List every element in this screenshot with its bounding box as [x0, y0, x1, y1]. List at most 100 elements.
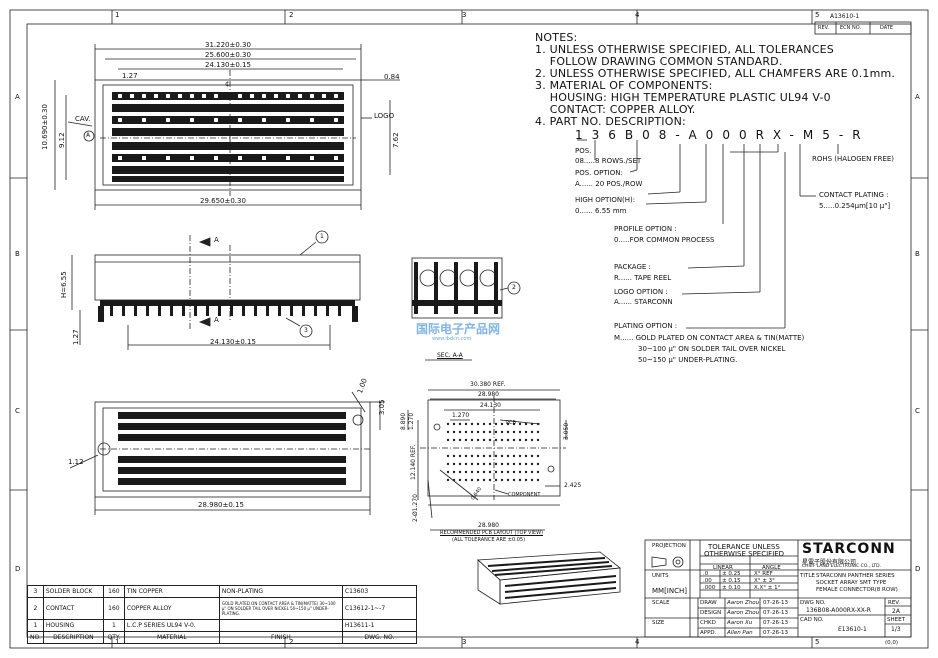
pcb-dim-28980b: 28.980	[478, 522, 499, 529]
note-line-5: HOUSING: HIGH TEMPERATURE PLASTIC UL94 V…	[535, 91, 831, 104]
tol-row-2-a: .00	[703, 578, 712, 584]
rev-label: REV.	[888, 600, 901, 606]
pcb-dim-3050: 3.050	[563, 422, 570, 440]
note-line-4: 3. MATERIAL OF COMPONENTS:	[535, 79, 713, 92]
balloon-2: 2	[512, 284, 516, 291]
doc-number-top: A13610-1	[830, 13, 860, 20]
note-line-1: 1. UNLESS OTHERWISE SPECIFIED, ALL TOLER…	[535, 43, 834, 56]
pcb-dim-24130: 24.130	[480, 402, 501, 409]
design-signature: Aaron Zhou	[727, 610, 760, 616]
appd-date: 07-26-13	[763, 630, 788, 636]
note-line-2: FOLLOW DRAWING COMMON STANDARD.	[535, 55, 783, 68]
bom-finish: GOLD PLATED ON CONTACT AREA & TIN(MATTE)…	[218, 597, 343, 620]
bom-no: 3	[27, 585, 44, 598]
note-line-3: 2. UNLESS OTHERWISE SPECIFIED, ALL CHAMF…	[535, 67, 896, 80]
pos-value: 08.....8 ROWS./SET	[575, 157, 642, 165]
chkd-label: CHKD	[700, 620, 716, 626]
notes-block: NOTES: 1. UNLESS OTHERWISE SPECIFIED, AL…	[535, 32, 895, 128]
high-option-value: 0...... 6.55 mm	[575, 207, 627, 215]
bom-header-material: MATERIAL	[123, 631, 220, 644]
plating-value-3: 50~150 µ" UNDER-PLATING.	[638, 356, 738, 364]
dwg-no-label: DWG NO.	[800, 600, 826, 606]
bom-table: 3 SOLDER BLOCK 160 TIN COPPER NON-PLATIN…	[27, 585, 418, 644]
ecn-header: ECN NO.	[840, 25, 862, 31]
bom-finish	[218, 619, 343, 632]
bom-dwg: C13603	[341, 585, 418, 598]
appd-label: APPD.	[700, 630, 717, 636]
grid-col-2: 2	[289, 11, 294, 19]
pos-option-label: POS. OPTION:	[575, 169, 623, 177]
draw-signature: Aaron Zhou	[727, 600, 760, 606]
bom-header-desc: DESCRIPTION	[42, 631, 104, 644]
tol-row-1-b: ± 0.25	[722, 571, 741, 577]
dim-912: 9.12	[58, 132, 66, 148]
sheet-label: SHEET	[887, 617, 905, 623]
tol-row-2-b: ± 0.15	[722, 578, 741, 584]
dwg-no-value: 136B08-A000RX-XX-R	[806, 607, 871, 614]
chkd-date: 07-26-13	[763, 620, 788, 626]
bom-material: COPPER ALLOY	[123, 597, 220, 620]
logo-option-label: LOGO OPTION :	[614, 288, 668, 296]
projection-label: PROJECTION	[652, 543, 686, 549]
balloon-1: 1	[320, 233, 324, 240]
contact-plating-value: 5.....0.254µm[10 µ"]	[819, 202, 891, 210]
bom-no: 1	[27, 619, 44, 632]
appd-signature: Allen Pan	[727, 630, 753, 636]
grid-col-5-bottom: 5	[815, 638, 820, 646]
bom-header-finish: FINISH	[218, 631, 343, 644]
pcb-dim-12140: 12.140 REF.	[410, 444, 417, 480]
units-label: UNITS	[652, 573, 669, 579]
package-label: PACKAGE :	[614, 263, 651, 271]
profile-option-label: PROFILE OPTION :	[614, 225, 677, 233]
pcb-dim-30380: 30.380 REF.	[470, 381, 506, 388]
logo-option-value: A...... STARCONN	[614, 298, 673, 306]
dim-31220: 31.220±0.30	[205, 41, 251, 49]
bom-header-qty: QTY.	[102, 631, 125, 644]
title-line-1: STARCONN PANTHER SERIES	[816, 573, 895, 579]
bom-material: TIN COPPER	[123, 585, 220, 598]
grid-row-c: C	[15, 407, 20, 415]
section-arrow-a-bottom: A	[214, 316, 219, 324]
tol-row-3-b: ± 0.10	[722, 585, 741, 591]
bom-header-row: NO. DESCRIPTION QTY. MATERIAL FINISH DWG…	[27, 631, 418, 644]
pcb-pad-grid	[446, 422, 540, 482]
pcb-dim-28980: 28.980	[478, 391, 499, 398]
tolerance-title-2: OTHERWISE SPECIFIED	[704, 550, 785, 558]
bom-row-1: 1 HOUSING 1 L.C.P SERIES UL94 V-0. H1361…	[27, 619, 418, 632]
tol-row-1-c: X° REF	[754, 571, 773, 577]
grid-row-a-right: A	[915, 93, 920, 101]
rev-value: 2A	[892, 608, 900, 615]
tol-row-3-c: X.X° ± 1°	[754, 585, 781, 591]
company-logo: STARCONN	[802, 541, 896, 557]
balloon-3: 3	[304, 327, 308, 334]
bom-qty: 1	[102, 619, 125, 632]
scale-label: SCALE	[652, 600, 670, 606]
grid-col-5: 5	[815, 11, 820, 19]
centerline-mark: ¢	[225, 80, 230, 88]
watermark-en: www.ibdcn.com	[432, 336, 472, 342]
dim-25600: 25.600±0.30	[205, 51, 251, 59]
angle-label: ANGLE	[762, 565, 781, 571]
pos-option-value: A...... 20 POS./ROW	[575, 180, 643, 188]
units-value: MM[INCH]	[652, 587, 687, 595]
grid-row-b: B	[15, 250, 20, 258]
dim-084: 0.84	[384, 73, 400, 81]
grid-col-4-bottom: 4	[635, 638, 640, 646]
section-aa-label: SEC. A-A	[437, 352, 463, 359]
note-line-6: CONTACT: COPPER ALLOY.	[535, 103, 696, 116]
section-arrow-a-top: A	[214, 236, 219, 244]
pcb-caption-2: (ALL TOLERANCE ARE ±0.05)	[452, 537, 526, 543]
grid-row-c-right: C	[915, 407, 920, 415]
size-label: SIZE	[652, 620, 665, 626]
linear-label: LINEAR	[713, 565, 733, 571]
grid-col-1: 1	[115, 11, 120, 19]
company-name-cn: 星電子股份有限公司	[802, 559, 857, 566]
origin-label: (0,0)	[885, 640, 899, 646]
plating-value-1: M...... GOLD PLATED ON CONTACT AREA & TI…	[614, 334, 805, 342]
grid-col-3: 3	[462, 11, 467, 19]
package-value: R...... TAPE REEL	[614, 274, 672, 282]
title-line-2: SOCKET ARRAY SMT TYPE	[816, 580, 887, 586]
date-header: DATE	[880, 25, 894, 31]
grid-row-a: A	[15, 93, 20, 101]
dim-127-top: 1.27	[122, 72, 138, 80]
